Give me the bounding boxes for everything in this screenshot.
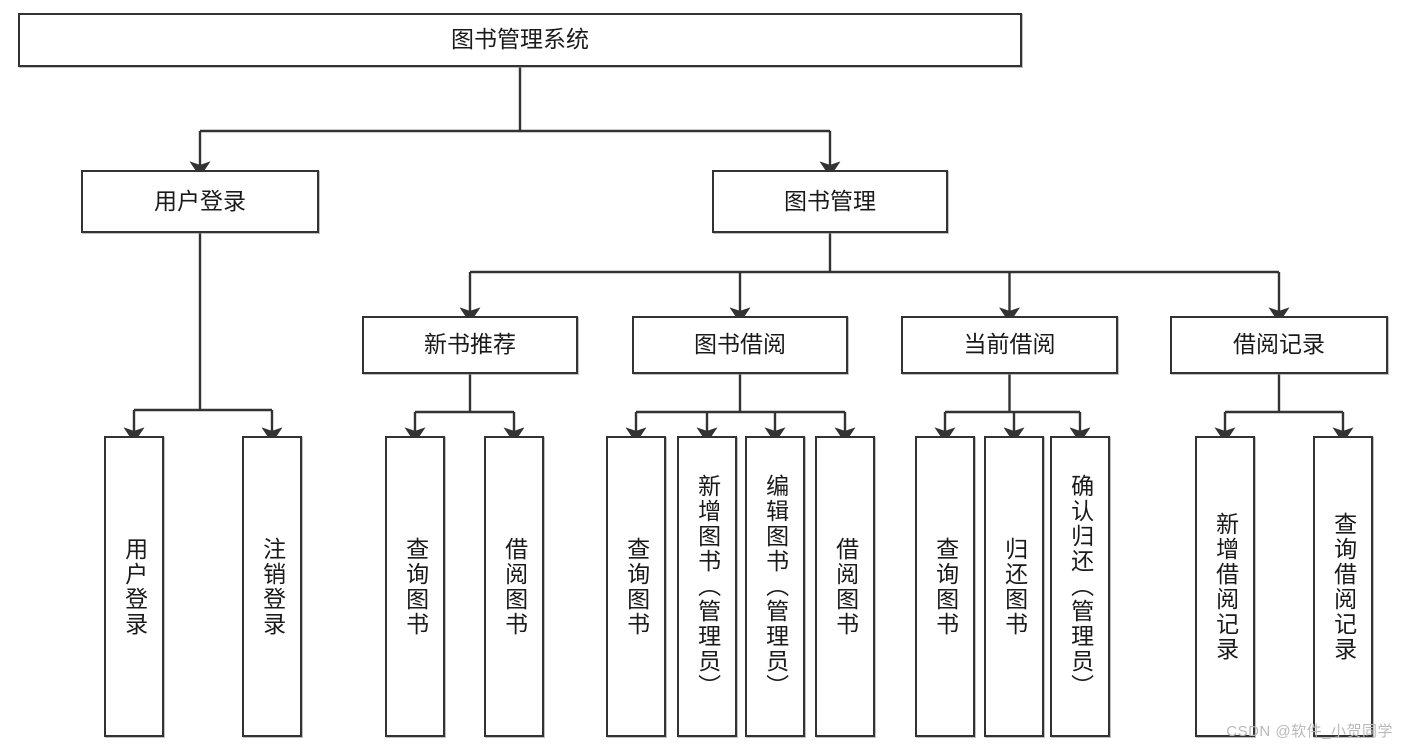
node-label: 图书借阅 [694,331,786,358]
node-leaf-query-book-rec[interactable]: 查询图书 [385,436,445,737]
node-label: 新增图书（管理员） [694,474,721,699]
node-leaf-borrow-book[interactable]: 借阅图书 [815,436,875,737]
node-label: 查询图书 [932,536,959,637]
node-current-borrow[interactable]: 当前借阅 [901,316,1118,374]
node-label: 用户登录 [121,536,148,637]
node-label: 借阅图书 [501,536,528,637]
node-leaf-confirm-return[interactable]: 确认归还（管理员） [1050,436,1110,737]
node-label: 查询借阅记录 [1330,511,1357,662]
node-label: 确认归还（管理员） [1067,474,1094,699]
node-label: 注销登录 [259,536,286,637]
node-leaf-add-record[interactable]: 新增借阅记录 [1195,436,1255,737]
node-label: 新书推荐 [424,331,516,358]
node-new-book-rec[interactable]: 新书推荐 [362,316,578,374]
connector-lines [123,67,1354,444]
node-label: 查询图书 [623,536,650,637]
node-label: 借阅记录 [1233,331,1325,358]
node-label: 归还图书 [1001,536,1028,637]
node-leaf-edit-book[interactable]: 编辑图书（管理员） [745,436,805,737]
node-leaf-add-book[interactable]: 新增图书（管理员） [677,436,737,737]
node-leaf-user-login[interactable]: 用户登录 [104,436,164,737]
node-book-manage[interactable]: 图书管理 [712,170,948,233]
node-leaf-query-book-cur[interactable]: 查询图书 [915,436,975,737]
node-label: 查询图书 [402,536,429,637]
node-label: 用户登录 [154,187,246,214]
node-root[interactable]: 图书管理系统 [18,13,1022,67]
node-label: 编辑图书（管理员） [762,474,789,699]
node-label: 借阅图书 [832,536,859,637]
node-leaf-user-logout[interactable]: 注销登录 [242,436,302,737]
node-leaf-query-book-borrow[interactable]: 查询图书 [606,436,666,737]
node-borrow-record[interactable]: 借阅记录 [1170,316,1388,374]
node-book-borrow[interactable]: 图书借阅 [632,316,848,374]
watermark-text: CSDN @软件_小贺同学 [1226,723,1393,740]
node-label: 图书管理 [784,187,876,214]
node-label: 当前借阅 [963,331,1056,358]
node-leaf-borrow-book-rec[interactable]: 借阅图书 [484,436,544,737]
node-label: 新增借阅记录 [1212,511,1239,662]
node-label: 图书管理系统 [451,26,589,53]
node-leaf-return-book[interactable]: 归还图书 [984,436,1044,737]
node-user-login[interactable]: 用户登录 [81,170,319,233]
node-leaf-query-record[interactable]: 查询借阅记录 [1313,436,1373,737]
